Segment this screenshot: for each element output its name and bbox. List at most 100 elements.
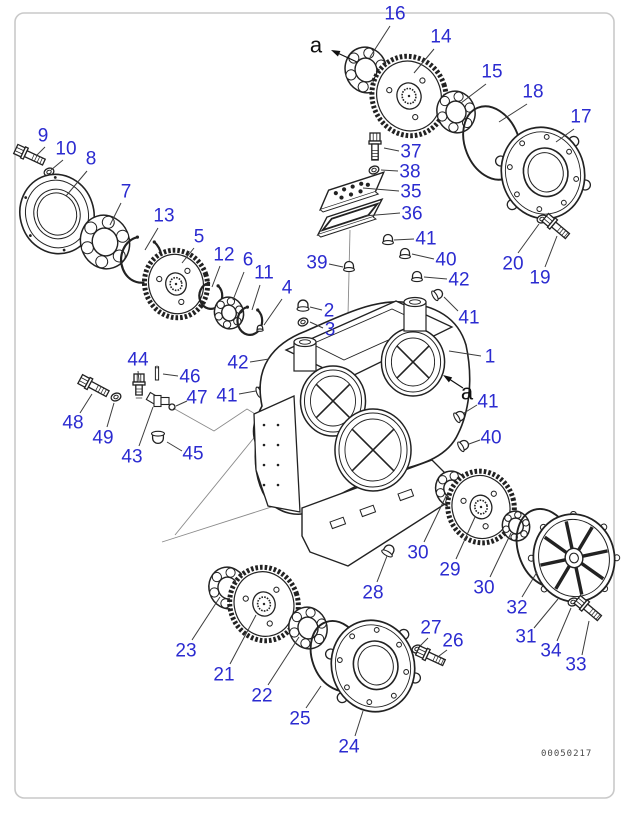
- head-facet: [416, 651, 425, 656]
- part-label-42[interactable]: 42: [448, 270, 469, 291]
- part-label-41[interactable]: 41: [415, 229, 436, 250]
- part-label-7[interactable]: 7: [121, 182, 132, 203]
- part-bolt-26: [414, 644, 447, 667]
- part-label-14[interactable]: 14: [430, 27, 452, 48]
- part-label-33[interactable]: 33: [565, 655, 586, 676]
- part-label-44[interactable]: 44: [127, 350, 149, 371]
- view-arrowhead: [331, 50, 341, 57]
- part-label-38[interactable]: 38: [399, 162, 420, 183]
- leader-line: [468, 439, 481, 445]
- part-label-37[interactable]: 37: [400, 142, 421, 163]
- roller: [216, 300, 225, 309]
- part-label-48[interactable]: 48: [62, 413, 83, 434]
- part-label-20[interactable]: 20: [502, 254, 523, 275]
- bolt-hole: [349, 633, 356, 640]
- wheel-rim-inner: [538, 518, 610, 598]
- plate-edge: [319, 191, 380, 213]
- part-label-11[interactable]: 11: [254, 263, 274, 284]
- part-label-30[interactable]: 30: [473, 578, 494, 599]
- part-label-40[interactable]: 40: [435, 250, 456, 271]
- part-label-34[interactable]: 34: [540, 641, 562, 662]
- part-label-35[interactable]: 35: [400, 182, 421, 203]
- thread: [432, 655, 436, 662]
- part-plug-2: [296, 299, 310, 312]
- part-label-4[interactable]: 4: [282, 278, 293, 299]
- part-label-28[interactable]: 28: [362, 583, 383, 604]
- part-label-15[interactable]: 15: [481, 62, 502, 83]
- thread: [97, 386, 102, 393]
- part-label-8[interactable]: 8: [86, 149, 97, 170]
- leader-line: [162, 373, 179, 377]
- part-label-45[interactable]: 45: [182, 444, 203, 465]
- part-plug-41b: [431, 288, 444, 302]
- leader-line: [443, 296, 459, 312]
- part-label-3[interactable]: 3: [325, 320, 336, 341]
- part-label-31[interactable]: 31: [515, 627, 536, 648]
- part-label-30[interactable]: 30: [407, 543, 428, 564]
- gear-teeth: [141, 247, 211, 321]
- part-label-40[interactable]: 40: [480, 428, 501, 449]
- plate-hole: [342, 187, 347, 192]
- leader-line: [191, 596, 221, 641]
- part-label-12[interactable]: 12: [213, 245, 234, 266]
- part-label-43[interactable]: 43: [121, 447, 142, 468]
- thread: [561, 230, 567, 236]
- part-label-2[interactable]: 2: [324, 301, 335, 322]
- bolt-shank: [87, 380, 110, 398]
- part-label-6[interactable]: 6: [243, 250, 254, 271]
- part-label-27[interactable]: 27: [420, 618, 441, 639]
- flange-hole: [262, 443, 266, 447]
- leader-line: [438, 649, 448, 657]
- part-retainer-8: [19, 173, 95, 255]
- part-label-19[interactable]: 19: [529, 268, 550, 289]
- leader-line: [383, 147, 400, 152]
- spoke: [543, 535, 568, 554]
- part-label-16[interactable]: 16: [384, 4, 405, 25]
- flange-hole: [262, 463, 266, 467]
- roller: [520, 530, 528, 538]
- part-label-41[interactable]: 41: [216, 386, 237, 407]
- boss-port: [299, 339, 311, 345]
- leader-line: [393, 238, 415, 241]
- part-label-13[interactable]: 13: [153, 206, 174, 227]
- part-label-21[interactable]: 21: [213, 665, 234, 686]
- roller: [305, 607, 316, 618]
- part-label-26[interactable]: 26: [442, 631, 463, 652]
- part-label-23[interactable]: 23: [175, 641, 196, 662]
- leader-line: [109, 202, 122, 226]
- part-label-1[interactable]: 1: [485, 347, 496, 368]
- gear-teeth: [445, 468, 517, 546]
- part-label-41[interactable]: 41: [458, 308, 479, 329]
- part-label-36[interactable]: 36: [401, 204, 422, 225]
- part-label-49[interactable]: 49: [92, 428, 113, 449]
- flange-hole: [262, 483, 266, 487]
- part-label-41[interactable]: 41: [477, 392, 498, 413]
- flange-hole: [276, 443, 280, 447]
- part-bolt-40b: [457, 439, 470, 453]
- part-label-10[interactable]: 10: [55, 139, 76, 160]
- part-label-29[interactable]: 29: [439, 560, 460, 581]
- part-label-18[interactable]: 18: [522, 82, 543, 103]
- roller: [504, 514, 512, 522]
- page-border: [14, 12, 615, 799]
- part-label-5[interactable]: 5: [194, 227, 205, 248]
- part-bolt-48: [76, 373, 110, 398]
- leader-line: [267, 636, 300, 686]
- part-label-32[interactable]: 32: [506, 598, 527, 619]
- part-label-17[interactable]: 17: [570, 107, 591, 128]
- plate-hole: [333, 190, 338, 196]
- part-label-25[interactable]: 25: [289, 709, 310, 730]
- part-label-22[interactable]: 22: [251, 686, 272, 707]
- bore-inner: [390, 337, 436, 387]
- roller: [448, 122, 459, 133]
- bolt-hole: [373, 627, 380, 633]
- part-label-9[interactable]: 9: [38, 126, 49, 147]
- leader-line: [544, 235, 558, 268]
- gear-center: [174, 282, 178, 286]
- bolt-hole: [336, 657, 343, 663]
- part-label-39[interactable]: 39: [306, 253, 327, 274]
- part-label-24[interactable]: 24: [338, 737, 360, 758]
- part-label-47[interactable]: 47: [186, 388, 207, 409]
- part-label-46[interactable]: 46: [179, 367, 200, 388]
- part-label-42[interactable]: 42: [227, 353, 248, 374]
